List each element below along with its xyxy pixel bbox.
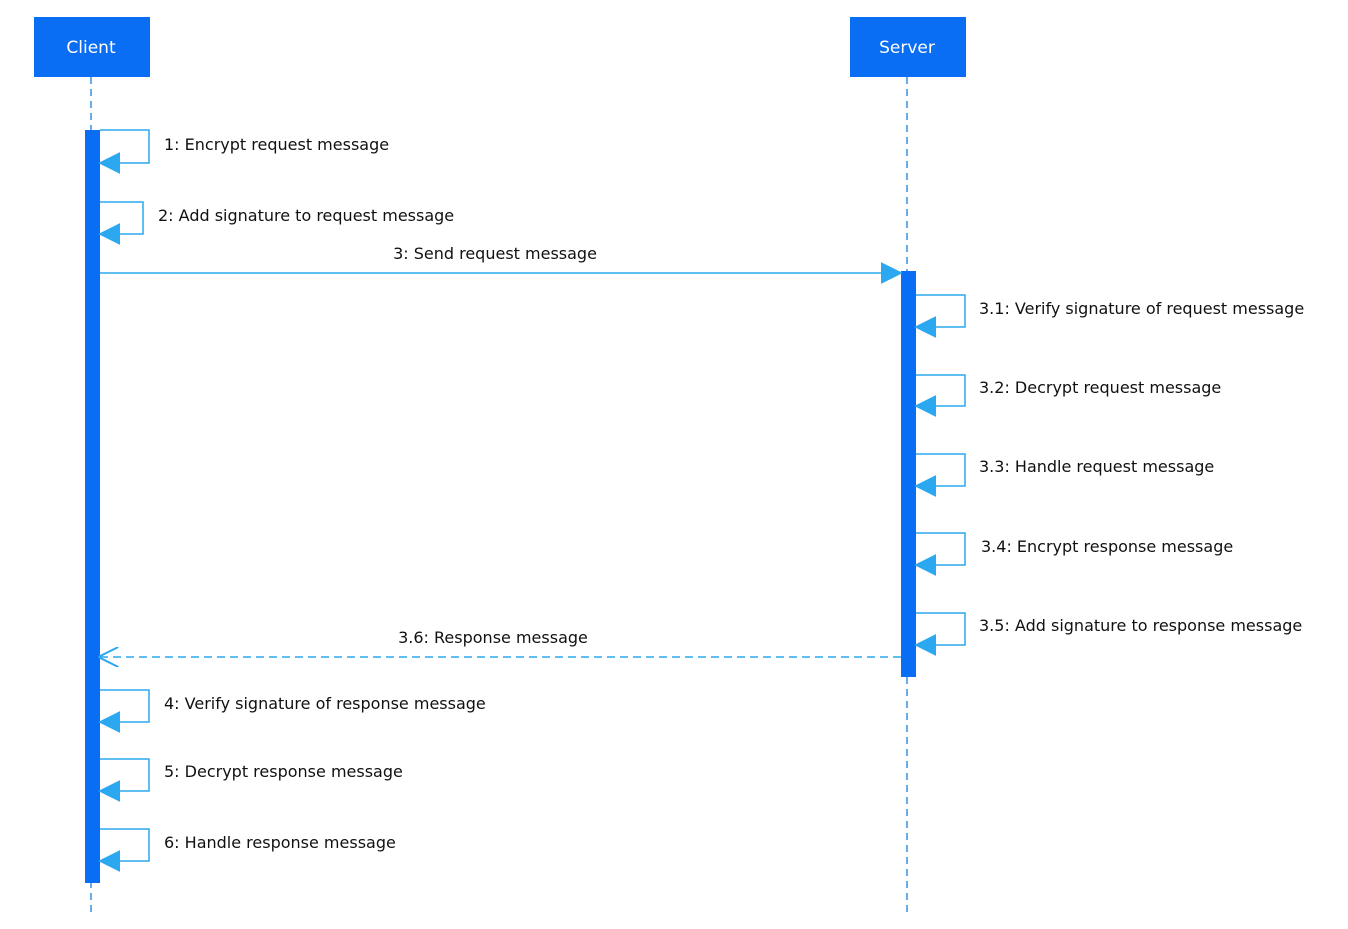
message-3-5-label: 3.5: Add signature to response message [979,616,1302,635]
message-1-encrypt-request: 1: Encrypt request message [98,129,389,174]
message-5-decrypt-response: 5: Decrypt response message [98,758,403,802]
message-3-1-label: 3.1: Verify signature of request message [979,299,1304,318]
message-3-2-label: 3.2: Decrypt request message [979,378,1221,397]
server-activation-bar [901,271,916,677]
message-3-3-handle-request: 3.3: Handle request message [914,453,1214,497]
message-5-label: 5: Decrypt response message [164,762,403,781]
message-3-3-label: 3.3: Handle request message [979,457,1214,476]
client-activation-bar [85,130,100,883]
actor-client-label: Client [66,38,116,58]
actor-server: Server [850,17,966,77]
message-3-1-verify-signature-request: 3.1: Verify signature of request message [914,294,1304,338]
message-4-label: 4: Verify signature of response message [164,694,486,713]
message-2-add-signature-request: 2: Add signature to request message [98,201,454,245]
message-3-4-label: 3.4: Encrypt response message [981,537,1233,556]
message-3-label: 3: Send request message [393,244,597,263]
actor-client: Client [34,17,150,77]
message-1-label: 1: Encrypt request message [164,135,389,154]
message-3-5-add-signature-response: 3.5: Add signature to response message [914,612,1302,656]
message-6-handle-response: 6: Handle response message [98,828,396,872]
actor-server-label: Server [879,38,935,58]
message-6-label: 6: Handle response message [164,833,396,852]
message-3-4-encrypt-response: 3.4: Encrypt response message [914,532,1233,576]
message-4-verify-signature-response: 4: Verify signature of response message [98,689,486,733]
message-2-label: 2: Add signature to request message [158,206,454,225]
message-3-6-response: 3.6: Response message [100,628,901,657]
message-3-6-label: 3.6: Response message [398,628,588,647]
message-3-2-decrypt-request: 3.2: Decrypt request message [914,374,1221,417]
message-3-send-request: 3: Send request message [100,244,903,284]
